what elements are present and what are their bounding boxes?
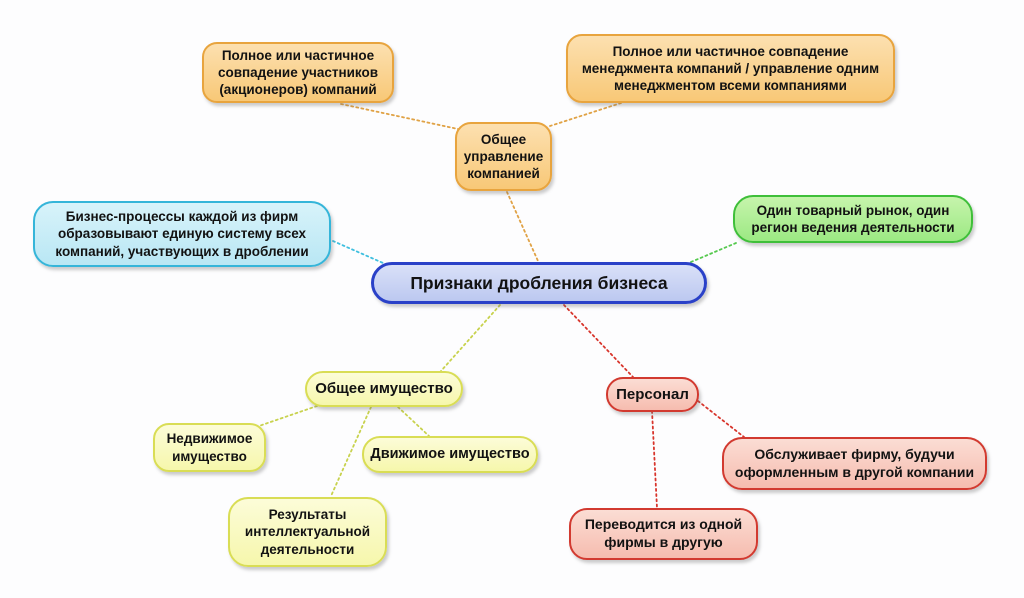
node-serves-other-company-label: Обслуживает фирму, будучи оформленным в … [734,445,975,480]
node-transfers-between-firms: Переводится из одной фирмы в другую [569,508,758,560]
connector-management-root-center [506,191,539,262]
node-management-root-label: Общее управление компанией [463,131,544,182]
node-personnel-root-label: Персонал [616,385,689,403]
node-property-root-label: Общее имущество [315,380,453,398]
node-intellectual-results: Результаты интеллектуальной деятельности [228,497,387,567]
connector-businessprocesses-center [332,240,384,264]
node-management-overlap-label: Полное или частичное совпадение менеджме… [581,43,880,94]
node-serves-other-company: Обслуживает фирму, будучи оформленным в … [722,437,987,490]
node-participants-overlap-label: Полное или частичное совпадение участник… [217,47,379,98]
connector-property-movable [397,406,430,437]
node-business-processes-label: Бизнес-процессы каждой из фирм образовыв… [55,209,309,259]
node-management-root: Общее управление компанией [455,122,552,191]
connector-personnel-serves [697,400,745,438]
node-business-processes: Бизнес-процессы каждой из фирм образовыв… [33,201,331,267]
node-movable-property-label: Движимое имущество [370,446,530,463]
connector-center-personnel [563,304,634,378]
connector-center-property-root [440,304,501,372]
connector-property-realestate [258,405,318,427]
connector-managementoverlap-management-root [549,102,622,127]
connector-personnel-transfers [651,410,658,509]
node-transfers-between-firms-label: Переводится из одной фирмы в другую [584,516,743,550]
node-management-overlap: Полное или частичное совпадение менеджме… [566,34,895,103]
node-intellectual-results-label: Результаты интеллектуальной деятельности [244,507,371,557]
node-single-market-label: Один товарный рынок, один регион ведения… [751,202,955,235]
node-movable-property: Движимое имущество [362,436,538,473]
connector-participants-management-root [340,103,459,130]
node-real-estate-label: Недвижимое имущество [166,431,253,464]
node-central-topic: Признаки дробления бизнеса [371,262,707,304]
node-participants-overlap: Полное или частичное совпадение участник… [202,42,394,103]
node-real-estate: Недвижимое имущество [153,423,266,472]
node-single-market: Один товарный рынок, один регион ведения… [733,195,973,243]
node-personnel-root: Персонал [606,377,699,412]
node-central-topic-label: Признаки дробления бизнеса [410,272,668,293]
connector-market-center [690,242,737,263]
node-property-root: Общее имущество [305,371,463,407]
